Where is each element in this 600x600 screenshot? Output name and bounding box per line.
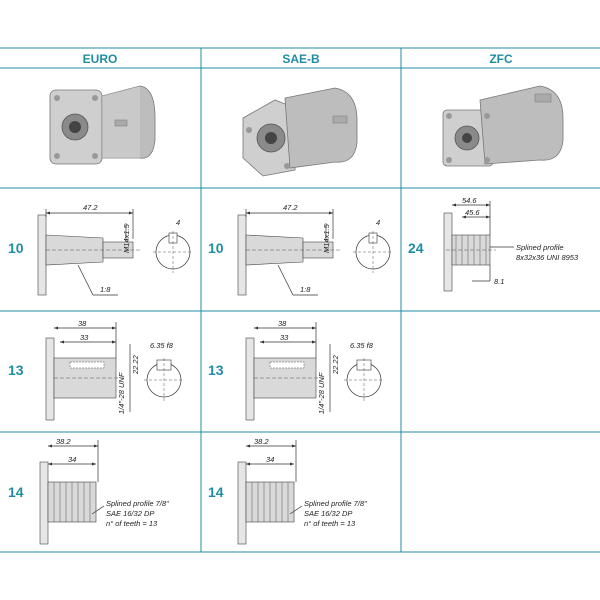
dim-length-label: 47.2: [283, 203, 298, 212]
dim-inner-label: 33: [80, 333, 89, 342]
shaft-code-sae-row3: 14: [208, 484, 224, 500]
splined-shaft-drawing-zfc: 54.6 45.6 Splined profile 8x32x36 UNI 89…: [443, 196, 579, 292]
dim-key-label: 4: [176, 218, 180, 227]
tapered-shaft-drawing-euro: 47.2 M14x1.5 1:8 4: [37, 203, 193, 296]
dia-label: 22.22: [331, 354, 340, 375]
shaft-code-sae-row2: 13: [208, 362, 224, 378]
dim-outer-label: 38.2: [254, 437, 269, 446]
dim-outer-label: 54.6: [462, 196, 477, 205]
spline-line2: SAE 16/32 DP: [304, 509, 352, 518]
thread-label: 1/4"-28 UNF: [317, 372, 326, 414]
column-header-euro: EURO: [82, 52, 118, 66]
pump-image-zfc: [442, 85, 564, 167]
thread-label: 1/4"-28 UNF: [117, 372, 126, 414]
dim-outer-label: 38: [278, 319, 287, 328]
taper-label: 1:8: [100, 285, 111, 294]
key-label: 6.35 f8: [350, 341, 374, 350]
dim-key-label: 4: [376, 218, 380, 227]
shaft-code-sae-row1: 10: [208, 240, 224, 256]
splined-shaft-drawing-euro-row3: 38.2 34 Splined profile 7/8" SAE 16/32 D…: [39, 437, 169, 545]
dia-label: 22.22: [131, 354, 140, 375]
dim-inner-label: 45.6: [465, 208, 480, 217]
dim-length-label: 47.2: [83, 203, 98, 212]
shaft-code-zfc-row1: 24: [408, 240, 424, 256]
dim-outer-label: 38: [78, 319, 87, 328]
dim-inner-label: 34: [68, 455, 76, 464]
splined-shaft-drawing-sae-b-row3: 38.2 34 Splined profile 7/8" SAE 16/32 D…: [237, 437, 367, 545]
pump-image-euro: [49, 85, 156, 165]
tapered-shaft-drawing-sae-b: 47.2 M14x1.5 1:8 4: [237, 203, 393, 296]
column-header-sae-b: SAE-B: [282, 52, 320, 66]
spline-line3: n° of teeth = 13: [304, 519, 356, 528]
dia-label: 8.1: [494, 277, 504, 286]
pump-image-sae-b: [242, 87, 358, 177]
dim-inner-label: 34: [266, 455, 274, 464]
keyed-shaft-drawing-sae-b: 38 33 22.22 1/4"-28 UNF 6.35 f8: [245, 319, 384, 421]
spline-line3: n° of teeth = 13: [106, 519, 158, 528]
spline-line2: SAE 16/32 DP: [106, 509, 154, 518]
key-label: 6.35 f8: [150, 341, 174, 350]
shaft-code-euro-row3: 14: [8, 484, 24, 500]
shaft-code-euro-row2: 13: [8, 362, 24, 378]
spline-line1: Splined profile 7/8": [106, 499, 169, 508]
spline-line1: Splined profile 7/8": [304, 499, 367, 508]
dim-inner-label: 33: [280, 333, 289, 342]
keyed-shaft-drawing-euro: 38 33 22.22 1/4"-28 UNF 6.35 f8: [45, 319, 184, 421]
spline-spec: 8x32x36 UNI 8953: [516, 253, 579, 262]
taper-label: 1:8: [300, 285, 311, 294]
spline-title: Splined profile: [516, 243, 564, 252]
dim-thread-label: M14x1.5: [122, 223, 131, 253]
dim-outer-label: 38.2: [56, 437, 71, 446]
column-header-zfc: ZFC: [489, 52, 513, 66]
shaft-code-euro-row1: 10: [8, 240, 24, 256]
dim-thread-label: M14x1.5: [322, 223, 331, 253]
